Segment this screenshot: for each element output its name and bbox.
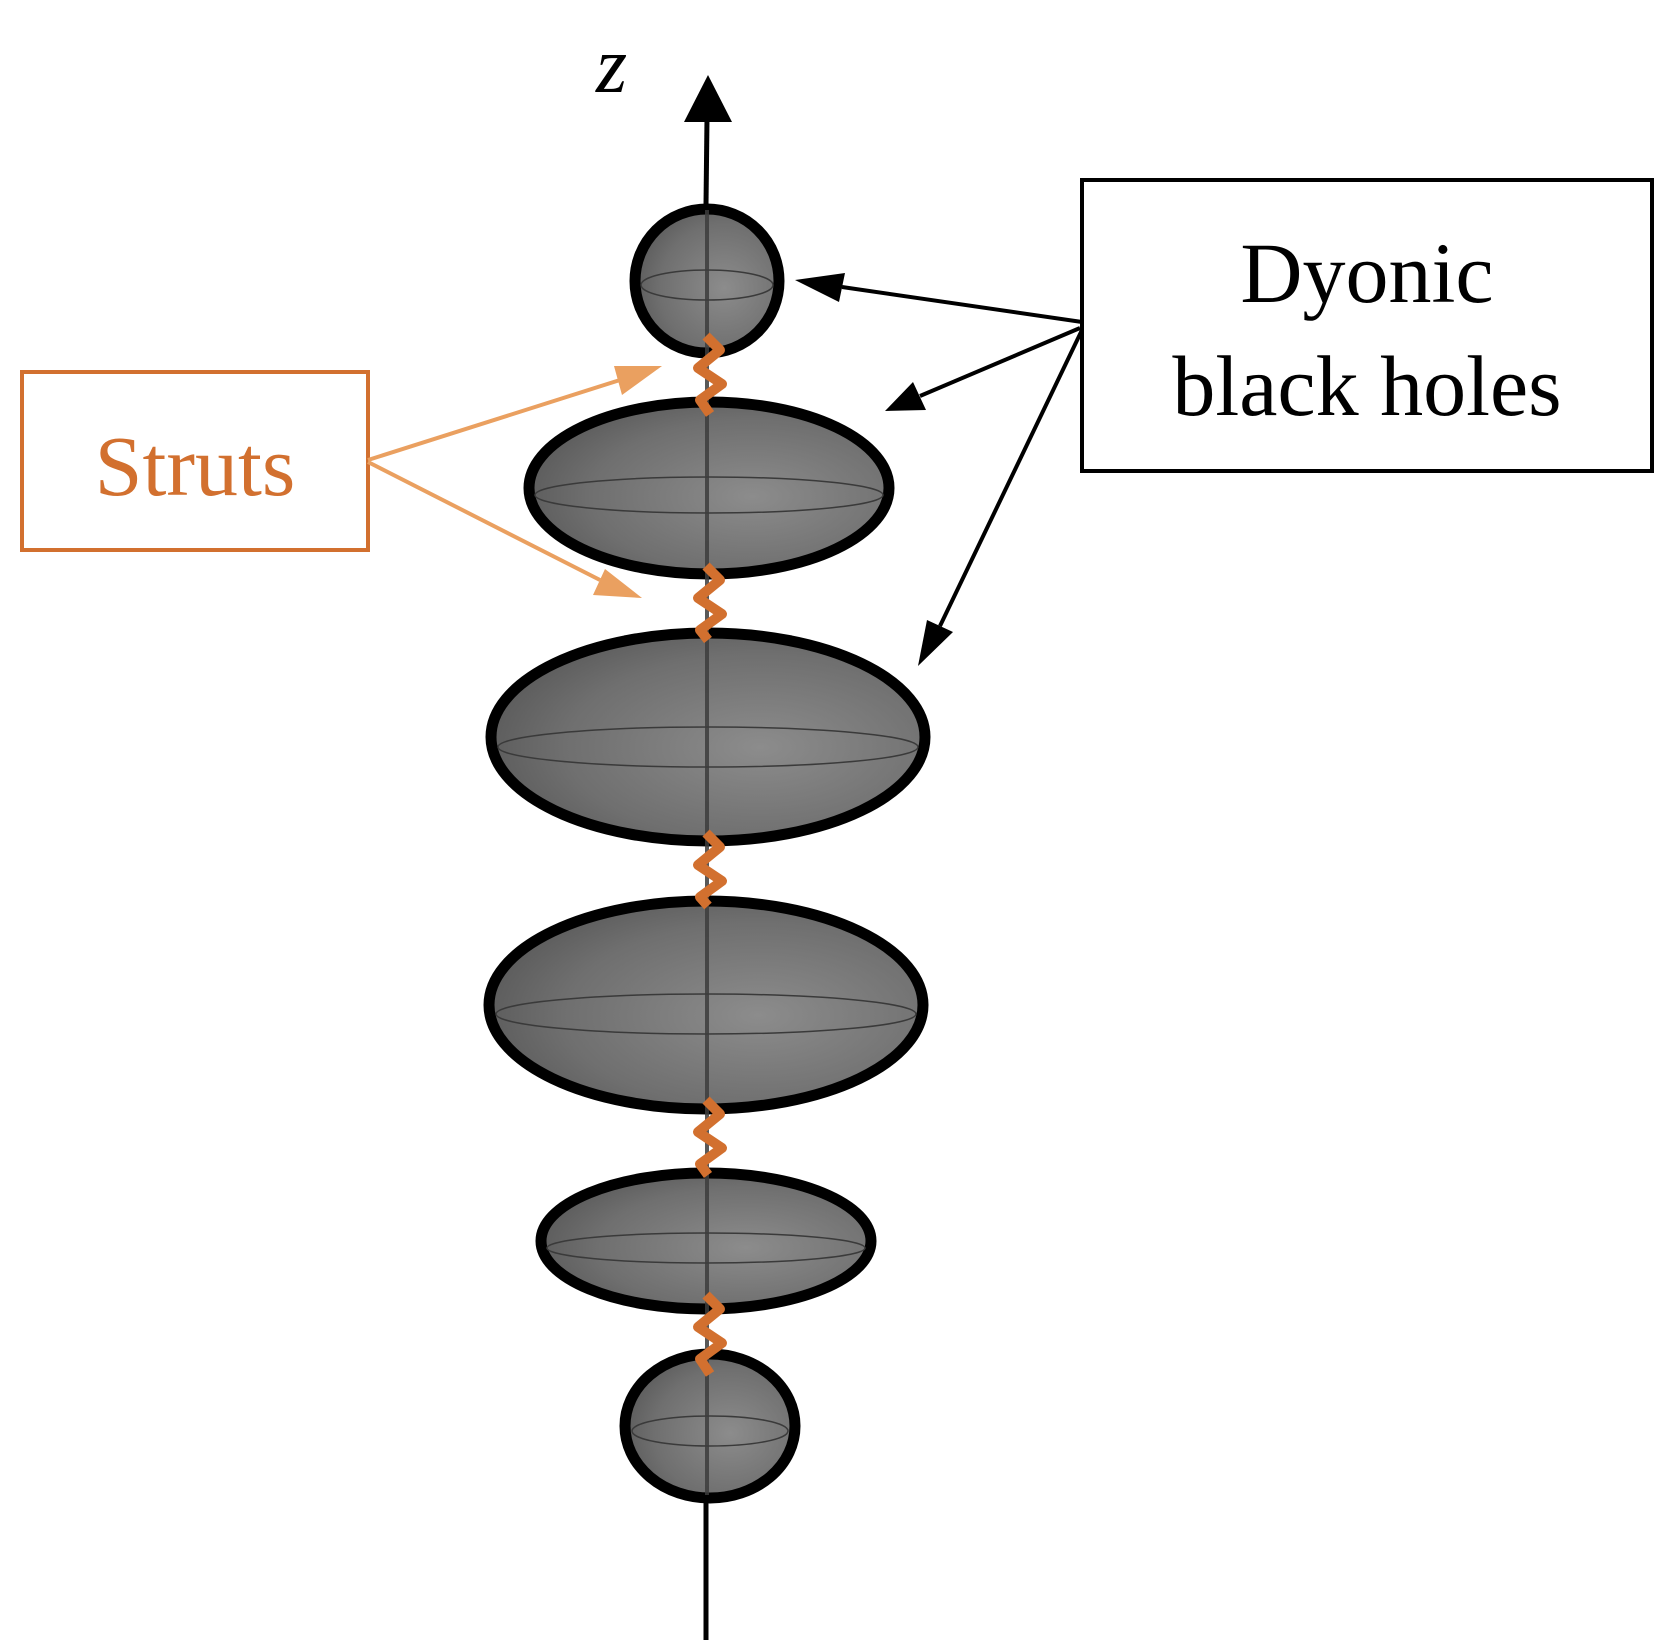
arrow-to-black-hole-3 <box>938 329 1084 627</box>
arrow-to-black-hole-1 <box>841 285 1083 324</box>
strut-4 <box>693 1096 727 1178</box>
black-hole-6 <box>619 1348 801 1504</box>
arrowhead-1 <box>795 273 845 302</box>
arrowhead-3 <box>918 620 953 666</box>
strut-5 <box>693 1291 727 1377</box>
dyonic-callout-arrows <box>795 273 1084 666</box>
struts-group <box>693 332 727 1377</box>
struts-callout-label: Struts <box>95 418 296 514</box>
z-axis: z <box>595 22 732 1640</box>
dyonic-callout-line1: Dyonic <box>1240 225 1493 321</box>
strut-3 <box>693 829 727 910</box>
struts-callout-arrows <box>367 366 662 598</box>
dyonic-callout: Dyonic black holes <box>795 178 1654 666</box>
arrow-to-strut-2 <box>367 460 601 582</box>
strut-2 <box>693 562 727 644</box>
arrow-to-strut-1 <box>367 378 621 462</box>
struts-callout: Struts <box>20 366 662 598</box>
z-axis-label: z <box>595 22 627 110</box>
arrow-to-black-hole-2 <box>919 326 1081 398</box>
equator-line <box>631 1415 789 1447</box>
struts-arrowhead-2 <box>593 569 642 598</box>
z-axis-arrowhead <box>684 75 732 122</box>
struts-callout-box <box>20 370 370 552</box>
dyonic-callout-box <box>1080 178 1654 473</box>
dyonic-callout-line2: black holes <box>1172 338 1561 434</box>
arrowhead-2 <box>885 382 926 411</box>
strut-1 <box>693 332 727 417</box>
struts-arrowhead-1 <box>614 366 662 395</box>
